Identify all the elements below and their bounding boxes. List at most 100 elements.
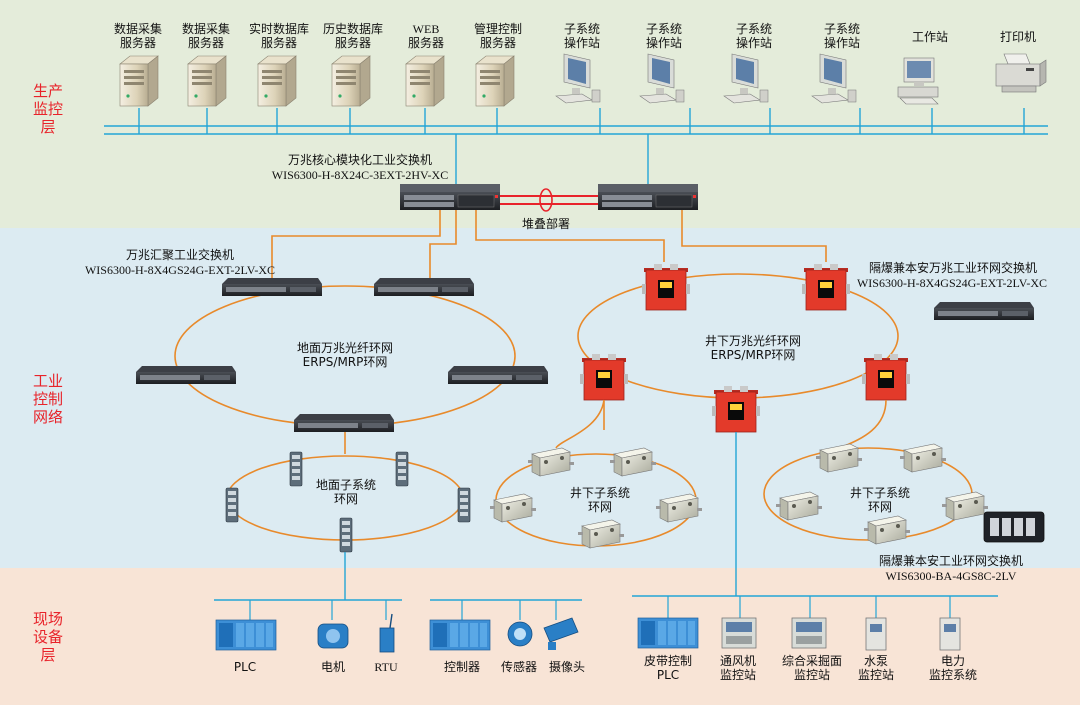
rugged-switch-icon bbox=[457, 487, 471, 523]
station-label: 子系统操作站 bbox=[823, 22, 860, 50]
mine-switch-box-icon bbox=[577, 519, 625, 549]
core-switch-name: 万兆核心模块化工业交换机 bbox=[287, 153, 432, 167]
power-monitor-icon bbox=[939, 617, 961, 651]
server-icon bbox=[187, 55, 227, 107]
core-switch-icon bbox=[597, 183, 699, 211]
explosion-ring-switch-icon bbox=[1002, 518, 1011, 536]
layer-label-field: 现场设备层 bbox=[32, 610, 63, 664]
explosion-switch-model: WIS6300-H-8X4GS24G-EXT-2LV-XC bbox=[856, 276, 1047, 290]
rugged-switch-icon bbox=[339, 517, 353, 553]
aggregation-switch-model: WIS6300-H-8X4GS24G-EXT-2LV-XC bbox=[84, 263, 275, 277]
server-icon bbox=[405, 55, 445, 107]
server-icon bbox=[331, 55, 371, 107]
monitoring-station-icon bbox=[796, 622, 822, 632]
explosion-switch-icon bbox=[861, 353, 911, 401]
pump-station-icon bbox=[865, 617, 887, 651]
ring-label-underground-sub-left: 井下子系统环网 bbox=[569, 486, 630, 514]
mine-switch-box-icon bbox=[899, 443, 947, 473]
server-icon bbox=[119, 55, 159, 107]
camera-icon bbox=[543, 617, 579, 643]
aggregation-switch-name: 万兆汇聚工业交换机 bbox=[125, 248, 234, 262]
power-monitor-icon bbox=[944, 624, 956, 632]
controller-icon bbox=[429, 619, 491, 651]
rugged-switch-icon bbox=[395, 451, 409, 487]
core-switch-model: WIS6300-H-8X24C-3EXT-2HV-XC bbox=[271, 168, 449, 182]
server-icon bbox=[257, 55, 297, 107]
pump-station-icon bbox=[870, 624, 882, 632]
station-label: 子系统操作站 bbox=[645, 22, 682, 50]
mine-switch-box-icon bbox=[609, 447, 657, 477]
explosion-ring-switch-name: 隔爆兼本安工业环网交换机 bbox=[878, 554, 1023, 568]
aggregation-switch-icon bbox=[136, 366, 236, 384]
explosion-switch-icon bbox=[641, 263, 691, 311]
aggregation-switch-icon bbox=[222, 278, 322, 296]
motor-icon bbox=[326, 629, 340, 643]
mine-switch-box-icon bbox=[775, 491, 823, 521]
mine-switch-box-icon bbox=[655, 493, 703, 523]
belt-control-plc-icon bbox=[637, 617, 699, 649]
fiber-uplink-line bbox=[475, 210, 665, 262]
mine-switch-box-icon bbox=[941, 491, 989, 521]
server-label: 数据采集服务器 bbox=[181, 22, 230, 50]
monitoring-station-icon bbox=[796, 636, 822, 644]
sensor-icon bbox=[514, 628, 526, 640]
explosion-ring-switch-icon bbox=[1014, 518, 1023, 536]
rugged-switch-icon bbox=[289, 451, 303, 487]
operator-station-icon bbox=[639, 53, 685, 104]
field-device-label: RTU bbox=[374, 660, 398, 674]
underground-sub-link bbox=[839, 399, 887, 449]
aggregation-switch-icon bbox=[294, 414, 394, 432]
aggregation-switch-icon bbox=[374, 278, 474, 296]
underground-sub-link bbox=[555, 399, 605, 449]
field-device-label: 水泵监控站 bbox=[857, 654, 894, 682]
station-label: 工作站 bbox=[911, 30, 948, 44]
station-label: 子系统操作站 bbox=[735, 22, 772, 50]
field-device-label: 通风机监控站 bbox=[719, 654, 756, 682]
explosion-switch-name: 隔爆兼本安万兆工业环网交换机 bbox=[868, 261, 1037, 275]
layer-label-production: 生产监控层 bbox=[32, 82, 63, 136]
core-switch-icon bbox=[399, 183, 501, 211]
fiber-uplink-line bbox=[681, 210, 827, 262]
stack-label: 堆叠部署 bbox=[521, 217, 570, 231]
field-device-label: 电机 bbox=[320, 660, 345, 674]
stack-loop bbox=[539, 188, 553, 212]
explosion-ring-switch-icon bbox=[990, 518, 999, 536]
operator-station-icon bbox=[811, 53, 857, 104]
layer-label-control: 工业控制网络 bbox=[32, 372, 63, 426]
field-device-label: 综合采掘面监控站 bbox=[781, 654, 842, 682]
rugged-switch-icon bbox=[225, 487, 239, 523]
ring-label-ground-sub: 地面子系统环网 bbox=[315, 478, 376, 506]
operator-station-icon bbox=[723, 53, 769, 104]
server-label: 管理控制服务器 bbox=[473, 22, 522, 50]
explosion-ring-switch-icon bbox=[1026, 518, 1035, 536]
ring-label-underground-sub-right: 井下子系统环网 bbox=[849, 486, 910, 514]
station-label: 子系统操作站 bbox=[563, 22, 600, 50]
mine-switch-box-icon bbox=[815, 443, 863, 473]
monitoring-station-icon bbox=[726, 622, 752, 632]
field-device-label: 电力监控系统 bbox=[928, 654, 977, 682]
explosion-switch-icon bbox=[579, 353, 629, 401]
aggregation-switch-icon bbox=[448, 366, 548, 384]
operator-station-icon bbox=[555, 53, 601, 104]
server-label: 实时数据库服务器 bbox=[248, 22, 309, 50]
server-label: 历史数据库服务器 bbox=[322, 22, 383, 50]
printer-icon bbox=[995, 53, 1047, 93]
field-device-label: 摄像头 bbox=[548, 660, 585, 674]
field-device-label: PLC bbox=[233, 660, 257, 674]
rtu-icon bbox=[379, 627, 395, 653]
production-layer-band bbox=[0, 0, 1080, 228]
mine-switch-box-icon bbox=[489, 493, 537, 523]
workstation-icon bbox=[897, 57, 939, 105]
station-label: 打印机 bbox=[999, 30, 1036, 44]
field-device-label: 控制器 bbox=[443, 660, 480, 674]
field-device-label: 传感器 bbox=[500, 660, 537, 674]
fiber-uplink-line bbox=[271, 210, 441, 282]
plc-icon bbox=[215, 619, 277, 651]
field-layer-band bbox=[0, 568, 1080, 705]
server-icon bbox=[475, 55, 515, 107]
